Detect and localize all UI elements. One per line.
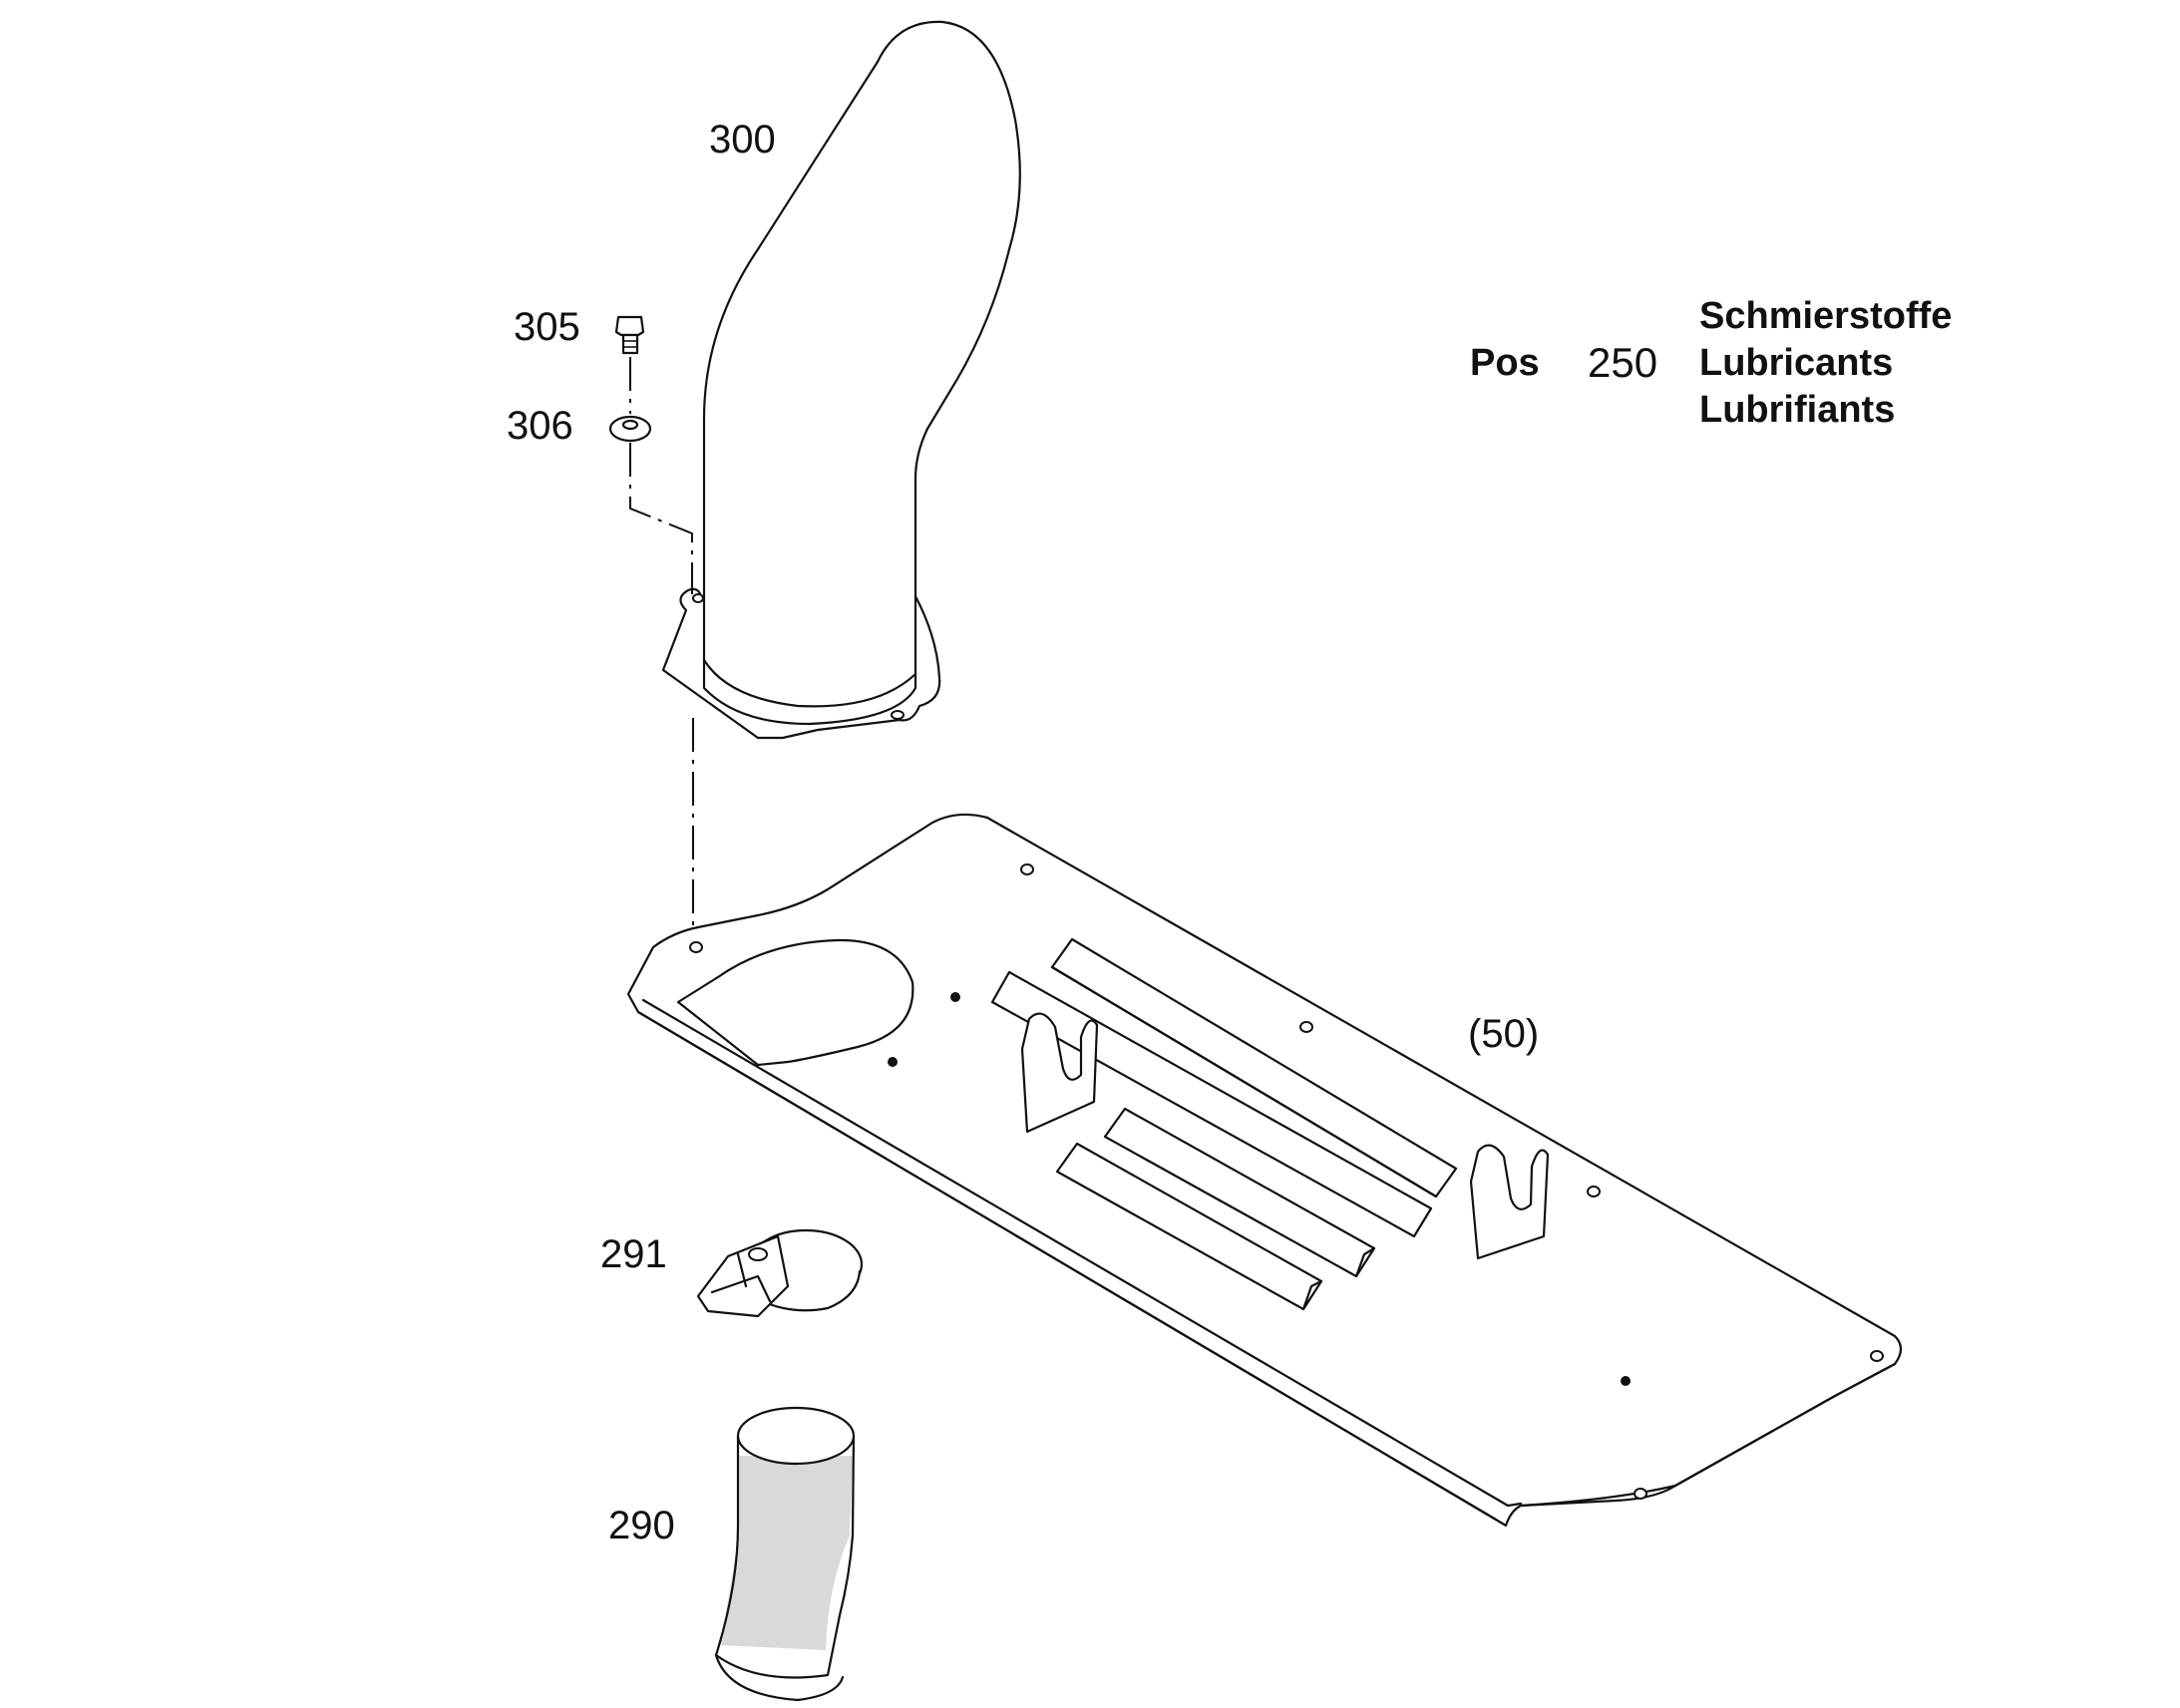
- callout-306: 306: [507, 404, 573, 448]
- tray-plate-icon: [626, 813, 1903, 1528]
- callout-291: 291: [600, 1232, 667, 1276]
- assembly-lines: [629, 357, 694, 947]
- legend-line-en: Lubricants: [1699, 342, 1894, 384]
- pipe-spout-icon: [714, 1406, 856, 1702]
- callout-305: 305: [514, 305, 580, 349]
- legend-line-fr: Lubrifiants: [1699, 389, 1896, 431]
- callout-50: (50): [1468, 1012, 1540, 1056]
- legend-line-de: Schmierstoffe: [1699, 295, 1953, 337]
- bolt-icon: [614, 315, 645, 355]
- elbow-pipe-icon: [661, 20, 1021, 740]
- legend-pos-label: Pos: [1470, 342, 1540, 384]
- callout-290: 290: [608, 1504, 675, 1547]
- callout-300: 300: [709, 118, 776, 162]
- legend-pos-number: 250: [1588, 339, 1658, 386]
- washer-icon: [608, 415, 652, 443]
- cap-clamp-icon: [696, 1228, 864, 1318]
